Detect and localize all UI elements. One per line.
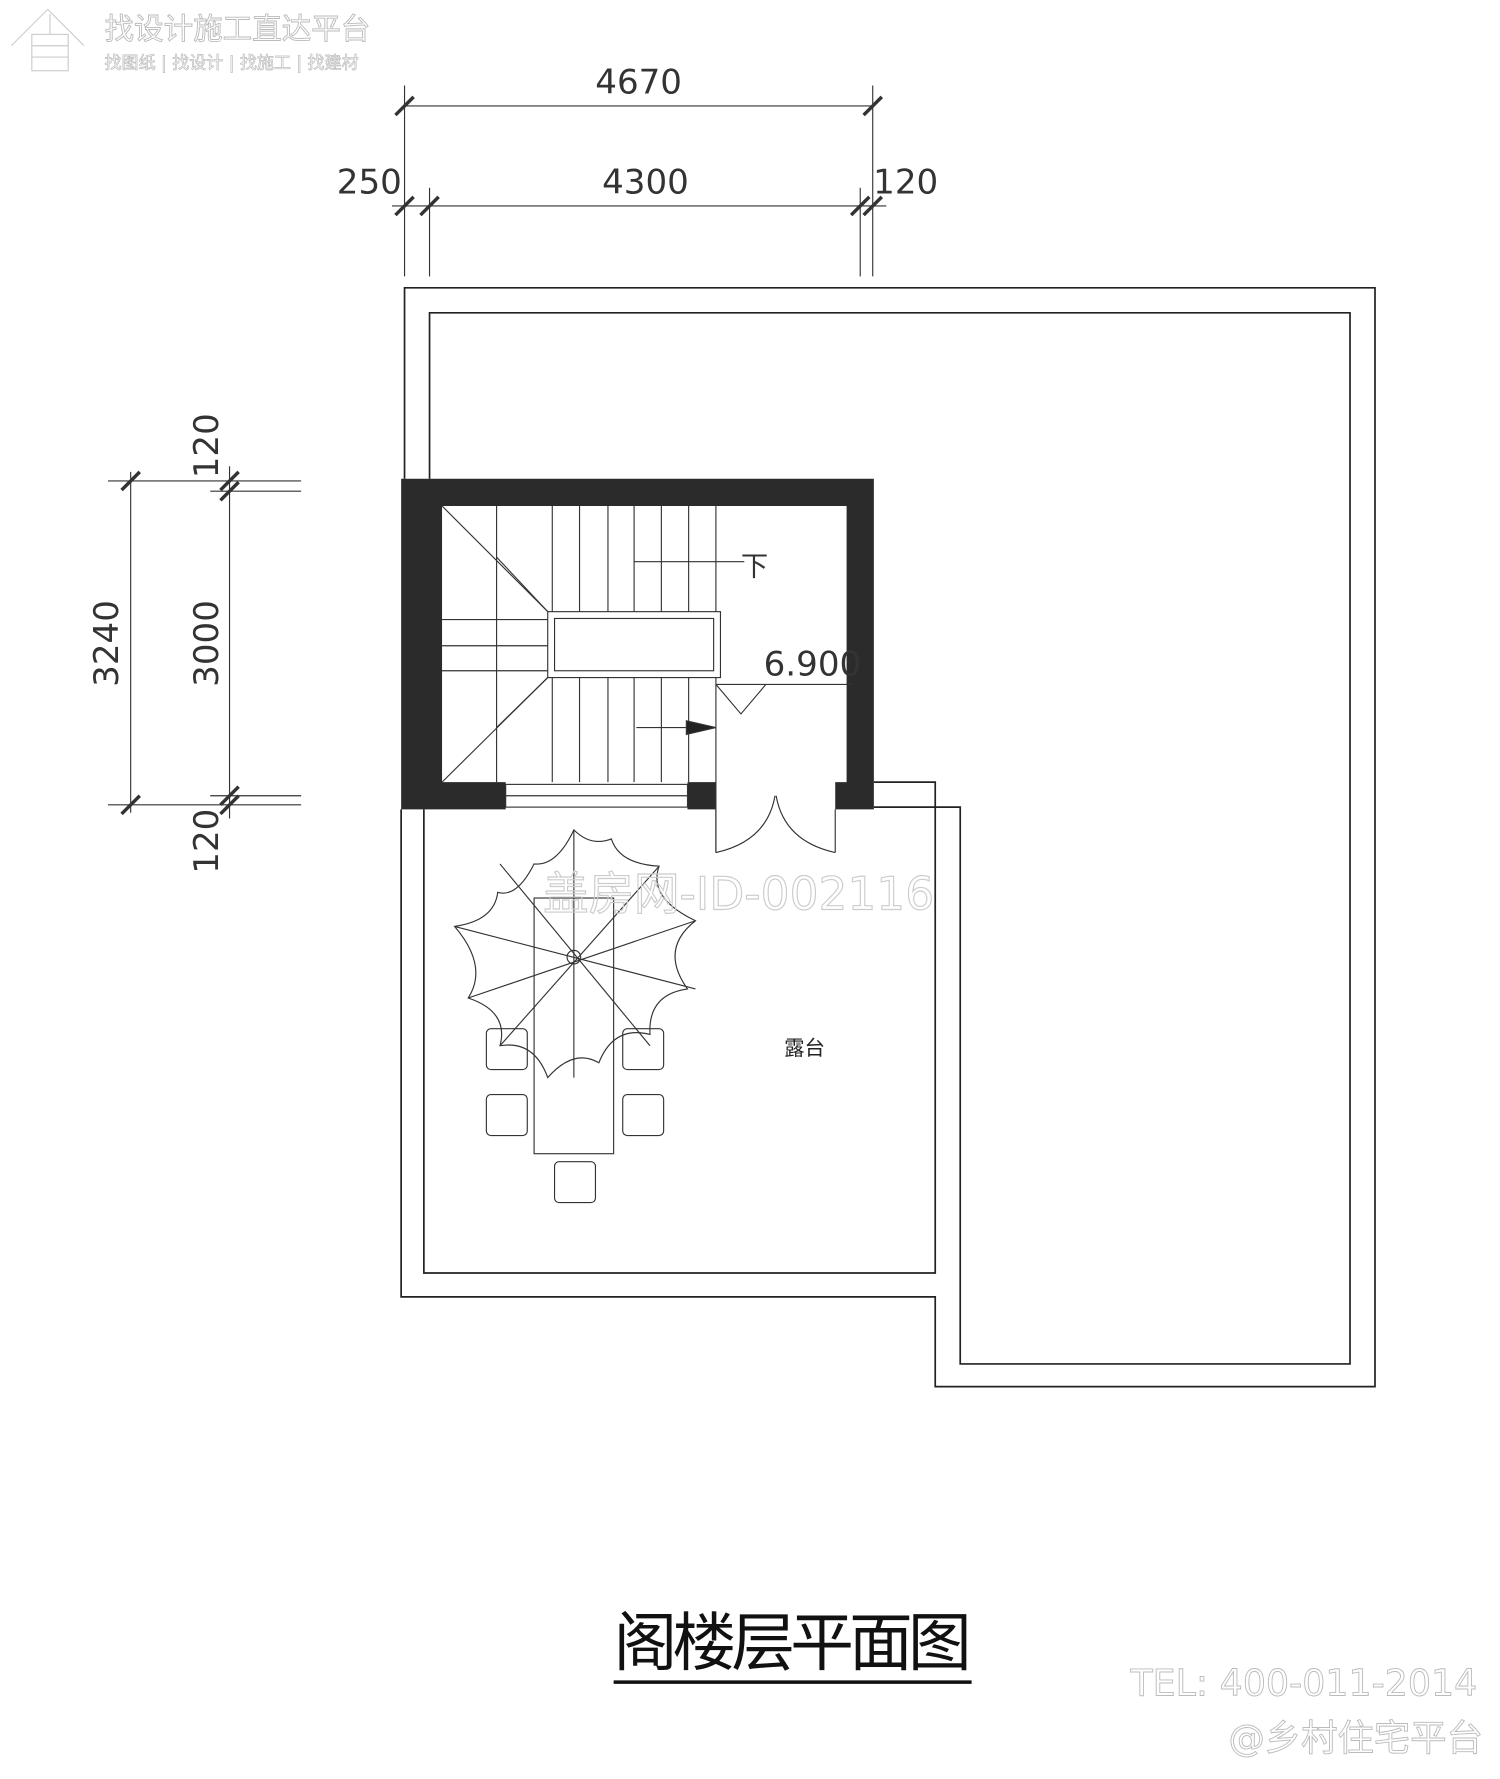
dim-top-total: 4670 <box>595 62 682 102</box>
elevation-label: 6.900 <box>764 644 862 684</box>
logo: 找设计施工直达平台 找图纸 | 找设计 | 找施工 | 找建材 <box>10 8 371 74</box>
footer-tel: TEL: 400-011-2014 <box>1129 1662 1477 1705</box>
dim-top-right: 120 <box>873 162 938 202</box>
roof-outline <box>400 286 1376 1388</box>
terrace-label: 露台 <box>784 1036 825 1060</box>
elevation-marker <box>715 683 853 715</box>
logo-subtitle: 找图纸 | 找设计 | 找施工 | 找建材 <box>105 53 359 73</box>
stair-down-label: 下 <box>741 551 768 582</box>
logo-title: 找设计施工直达平台 <box>105 12 371 46</box>
footer-platform: @乡村住宅平台 <box>1228 1716 1483 1759</box>
dim-left-top: 120 <box>187 413 227 478</box>
watermark-id: 盖房网-ID-002116 <box>543 867 934 920</box>
dim-left-total: 3240 <box>87 600 127 687</box>
terrace-furniture <box>453 828 697 1204</box>
stair-room: 下 6.900 <box>401 478 874 854</box>
dim-left-inner: 3000 <box>187 600 227 687</box>
drawing-title: 阁楼层平面图 <box>614 1607 972 1681</box>
chairs <box>485 1028 665 1204</box>
stairs <box>441 505 745 853</box>
left-dimensions <box>107 466 302 819</box>
umbrella-icon <box>453 828 697 1079</box>
dim-top-left: 250 <box>337 162 402 202</box>
double-door[interactable] <box>715 795 836 854</box>
dim-top-middle: 4300 <box>602 162 689 202</box>
dim-left-bottom: 120 <box>187 809 227 874</box>
house-logo-icon <box>10 8 85 72</box>
top-dimensions <box>392 85 887 277</box>
